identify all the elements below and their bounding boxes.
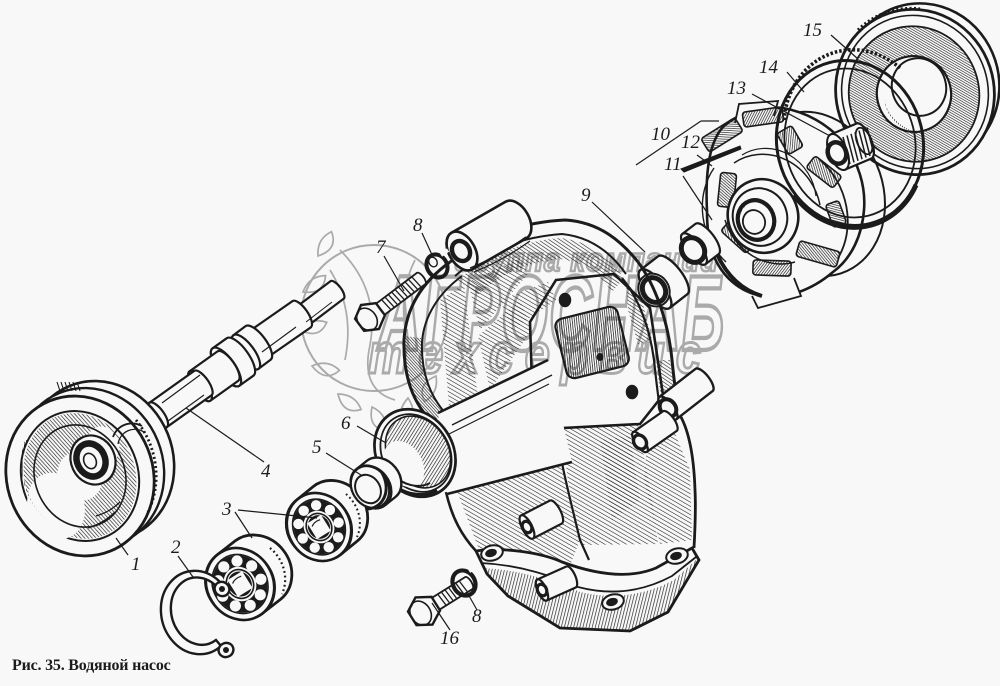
- svg-text:4: 4: [261, 461, 271, 482]
- svg-text:11: 11: [664, 154, 682, 175]
- svg-text:7: 7: [376, 237, 387, 258]
- svg-text:14: 14: [759, 57, 779, 78]
- svg-text:1: 1: [131, 554, 141, 575]
- svg-text:13: 13: [727, 78, 746, 99]
- svg-text:2: 2: [171, 537, 181, 558]
- svg-text:5: 5: [312, 437, 322, 458]
- svg-text:16: 16: [440, 628, 460, 649]
- svg-text:10: 10: [651, 124, 671, 145]
- svg-text:12: 12: [681, 132, 701, 153]
- svg-text:8: 8: [472, 606, 482, 627]
- svg-text:15: 15: [803, 20, 822, 41]
- svg-text:3: 3: [221, 499, 232, 520]
- svg-text:8: 8: [413, 215, 423, 236]
- svg-text:Рис. 35. Водяной насос: Рис. 35. Водяной насос: [12, 657, 171, 674]
- svg-text:6: 6: [341, 413, 351, 434]
- svg-text:9: 9: [581, 185, 591, 206]
